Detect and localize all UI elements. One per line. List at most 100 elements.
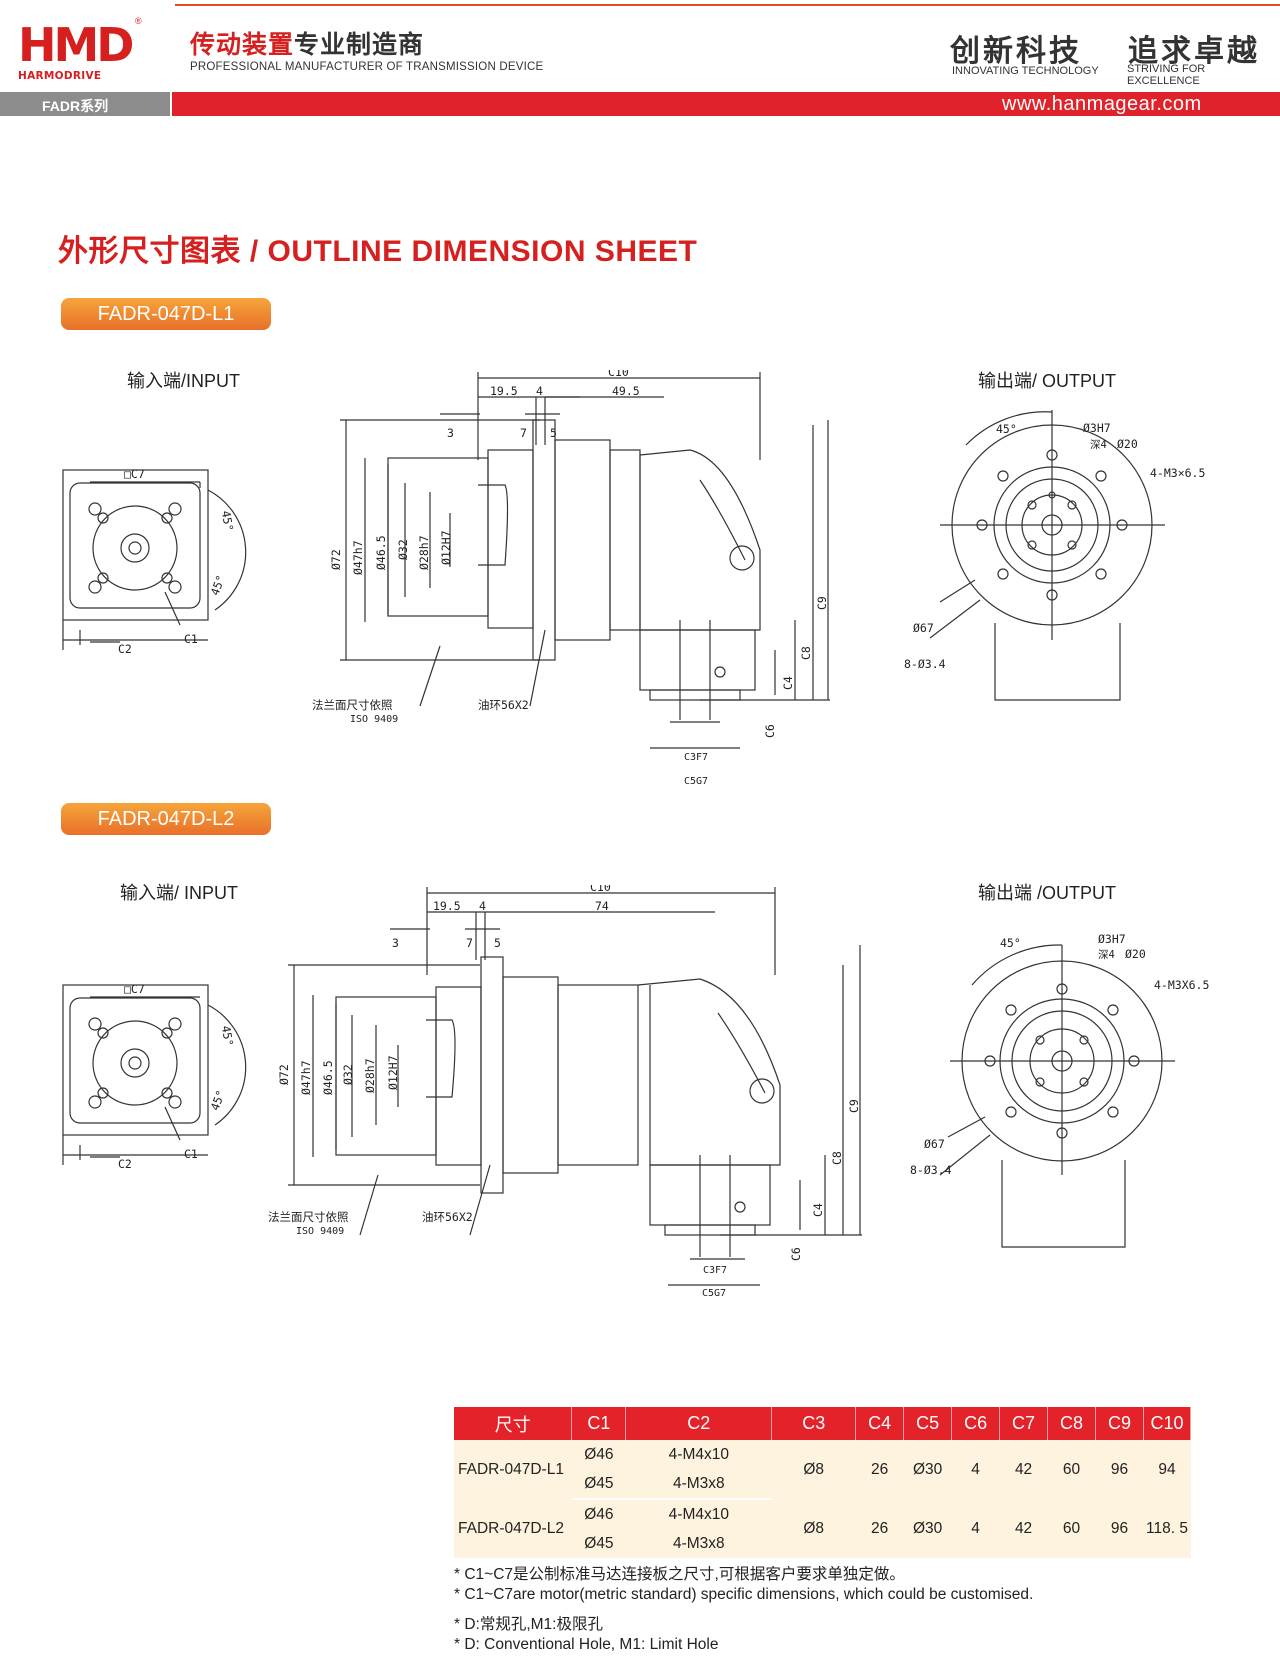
col-header: C9 xyxy=(1095,1407,1144,1440)
header-title-cn: 传动装置专业制造商 xyxy=(190,25,424,61)
website-bar xyxy=(172,92,1280,116)
cell-c10: 94 xyxy=(1143,1440,1191,1499)
dim-d32-l1: Ø32 xyxy=(396,539,410,560)
cell-c8: 60 xyxy=(1047,1499,1096,1558)
dim-d32-l2: Ø32 xyxy=(341,1064,355,1085)
cell-c5: Ø30 xyxy=(903,1499,952,1558)
dim-c5g7-l2: C5G7 xyxy=(702,1288,726,1299)
dim-45-b-l2: 45° xyxy=(208,1088,228,1112)
note-custom-en: * C1~C7are motor(metric standard) specif… xyxy=(454,1586,1034,1603)
out-45-l1: 45° xyxy=(996,422,1017,436)
table-row: FADR-047D-L1 Ø46 4-M4x10 Ø8 26 Ø30 4 42 … xyxy=(454,1440,1191,1499)
slogan-innovating-en: INNOVATING TECHNOLOGY xyxy=(952,65,1099,77)
dim-c8-l1: C8 xyxy=(799,646,813,660)
out-3h7-l2: Ø3H7 xyxy=(1098,932,1126,946)
slogan-innovating-cn: 创新科技 xyxy=(950,34,1082,69)
dim-3-l1: 3 xyxy=(447,426,454,440)
note-custom-cn: * C1~C7是公制标准马达连接板之尺寸,可根据客户要求单独定做。 xyxy=(454,1566,905,1583)
output-view-label-l2: 输出端 /OUTPUT xyxy=(978,883,1116,903)
cell-c8: 60 xyxy=(1047,1440,1096,1499)
dim-c8-l2: C8 xyxy=(830,1151,844,1165)
dim-c10-l2: C10 xyxy=(590,885,611,894)
oil-ring-l2: 油环56X2 xyxy=(422,1210,473,1224)
out-depth-l1: 深4 xyxy=(1090,439,1107,451)
dim-c6-l2: C6 xyxy=(789,1247,803,1261)
iso-9409-l2: ISO 9409 xyxy=(296,1226,344,1237)
cell-model: FADR-047D-L2 xyxy=(454,1499,572,1558)
series-bar xyxy=(0,92,170,116)
header-title-cn-red: 传动装置 xyxy=(190,31,295,59)
dim-7-l1: 7 xyxy=(520,426,527,440)
dim-3-l2: 3 xyxy=(392,936,399,950)
out-m3-l2: 4-M3X6.5 xyxy=(1154,978,1209,992)
cell-c6: 4 xyxy=(951,1499,1000,1558)
out-depth-l2: 深4 xyxy=(1098,949,1115,961)
col-header: C4 xyxy=(855,1407,905,1440)
dim-c2-l1: C2 xyxy=(118,642,132,656)
col-header: C7 xyxy=(999,1407,1049,1440)
dim-d72-l2: Ø72 xyxy=(277,1064,291,1085)
slogan-striving-cn: 追求卓越 xyxy=(1128,34,1260,69)
dim-c3f7-l1: C3F7 xyxy=(684,752,708,763)
note-hole-en: * D: Conventional Hole, M1: Limit Hole xyxy=(454,1636,719,1653)
dim-c4-l1: C4 xyxy=(781,676,795,690)
input-flange-outline-l2 xyxy=(62,984,209,1136)
dim-d72-l1: Ø72 xyxy=(329,549,343,570)
dim-45-a-l2: 45° xyxy=(219,1024,236,1047)
col-header: C3 xyxy=(771,1407,857,1440)
outline-drawing-l2: □C7 C2 C1 45° 45° C10 19.5 4 74 3 7 5 Ø7… xyxy=(62,885,1209,1299)
slogan-striving-en: STRIVING FOR EXCELLENCE xyxy=(1127,63,1206,87)
cell-c4: 26 xyxy=(855,1499,904,1558)
out-holes-l2: 8-Ø3.4 xyxy=(910,1163,952,1177)
registered-mark: ® xyxy=(135,16,142,26)
dim-74-l2: 74 xyxy=(595,899,609,913)
dim-19-5-l1: 19.5 xyxy=(490,384,518,398)
dim-5-l1: 5 xyxy=(550,426,557,440)
cell-c2: 4-M3x8 xyxy=(625,1469,772,1500)
flange-standard-note-l1: 法兰面尺寸依照 xyxy=(312,698,393,712)
input-view-label-l2: 输入端/ INPUT xyxy=(120,883,239,903)
logo-subtitle: HARMODRIVE xyxy=(18,70,102,82)
cell-model: FADR-047D-L1 xyxy=(454,1440,572,1499)
website-link[interactable]: www.hanmagear.com xyxy=(1002,93,1202,115)
cell-c1: Ø45 xyxy=(571,1529,626,1558)
dim-c2-l2: C2 xyxy=(118,1157,132,1171)
dim-19-5-l2: 19.5 xyxy=(433,899,461,913)
dim-d47h7-l1: Ø47h7 xyxy=(351,540,365,575)
dim-c4-l2: C4 xyxy=(811,1203,825,1217)
dim-4-l1: 4 xyxy=(536,384,543,398)
col-header: C10 xyxy=(1143,1407,1192,1440)
cell-c1: Ø46 xyxy=(571,1440,626,1469)
dim-d12h7-l1: Ø12H7 xyxy=(439,530,453,565)
cell-c10: 118. 5 xyxy=(1143,1499,1191,1558)
out-d67-l1: Ø67 xyxy=(913,621,934,635)
note-hole-cn: * D:常规孔,M1:极限孔 xyxy=(454,1616,603,1633)
input-flange-outline xyxy=(62,469,209,621)
dim-45-a-l1: 45° xyxy=(219,509,236,532)
out-3h7-l1: Ø3H7 xyxy=(1083,421,1111,435)
series-label: FADR系列 xyxy=(42,98,109,114)
out-45-l2: 45° xyxy=(1000,936,1021,950)
dim-c1-l1: C1 xyxy=(184,632,198,646)
out-d20-l1: Ø20 xyxy=(1117,437,1138,451)
input-view-label-l1: 输入端/INPUT xyxy=(127,371,241,391)
cell-c7: 42 xyxy=(999,1440,1048,1499)
table-row: Ø45 4-M3x8 xyxy=(454,1529,1191,1558)
outline-drawing-l1: □C7 C2 C1 45° 45° C10 19.5 4 49.5 3 7 5 … xyxy=(62,370,1205,787)
table-row: Ø45 4-M3x8 xyxy=(454,1469,1191,1500)
harmodrive-logo: HMD HARMODRIVE ® xyxy=(18,16,142,82)
cell-c3: Ø8 xyxy=(771,1499,856,1558)
cell-c2: 4-M4x10 xyxy=(625,1499,772,1529)
model-badge-l1: FADR-047D-L1 xyxy=(61,298,271,330)
header-title-en: PROFESSIONAL MANUFACTURER OF TRANSMISSIO… xyxy=(190,61,544,73)
header-top-rule xyxy=(175,4,1280,6)
col-header: C8 xyxy=(1047,1407,1097,1440)
table-header-row: 尺寸 C1 C2 C3 C4 C5 C6 C7 C8 C9 C10 xyxy=(454,1407,1192,1440)
dim-c3f7-l2: C3F7 xyxy=(703,1265,727,1276)
dim-d28h7-l2: Ø28h7 xyxy=(363,1058,377,1093)
dim-7-l2: 7 xyxy=(466,936,473,950)
col-header: C6 xyxy=(951,1407,1001,1440)
col-header: 尺寸 xyxy=(454,1407,573,1440)
output-view-label-l1: 输出端/ OUTPUT xyxy=(978,371,1116,391)
out-d67-l2: Ø67 xyxy=(924,1137,945,1151)
